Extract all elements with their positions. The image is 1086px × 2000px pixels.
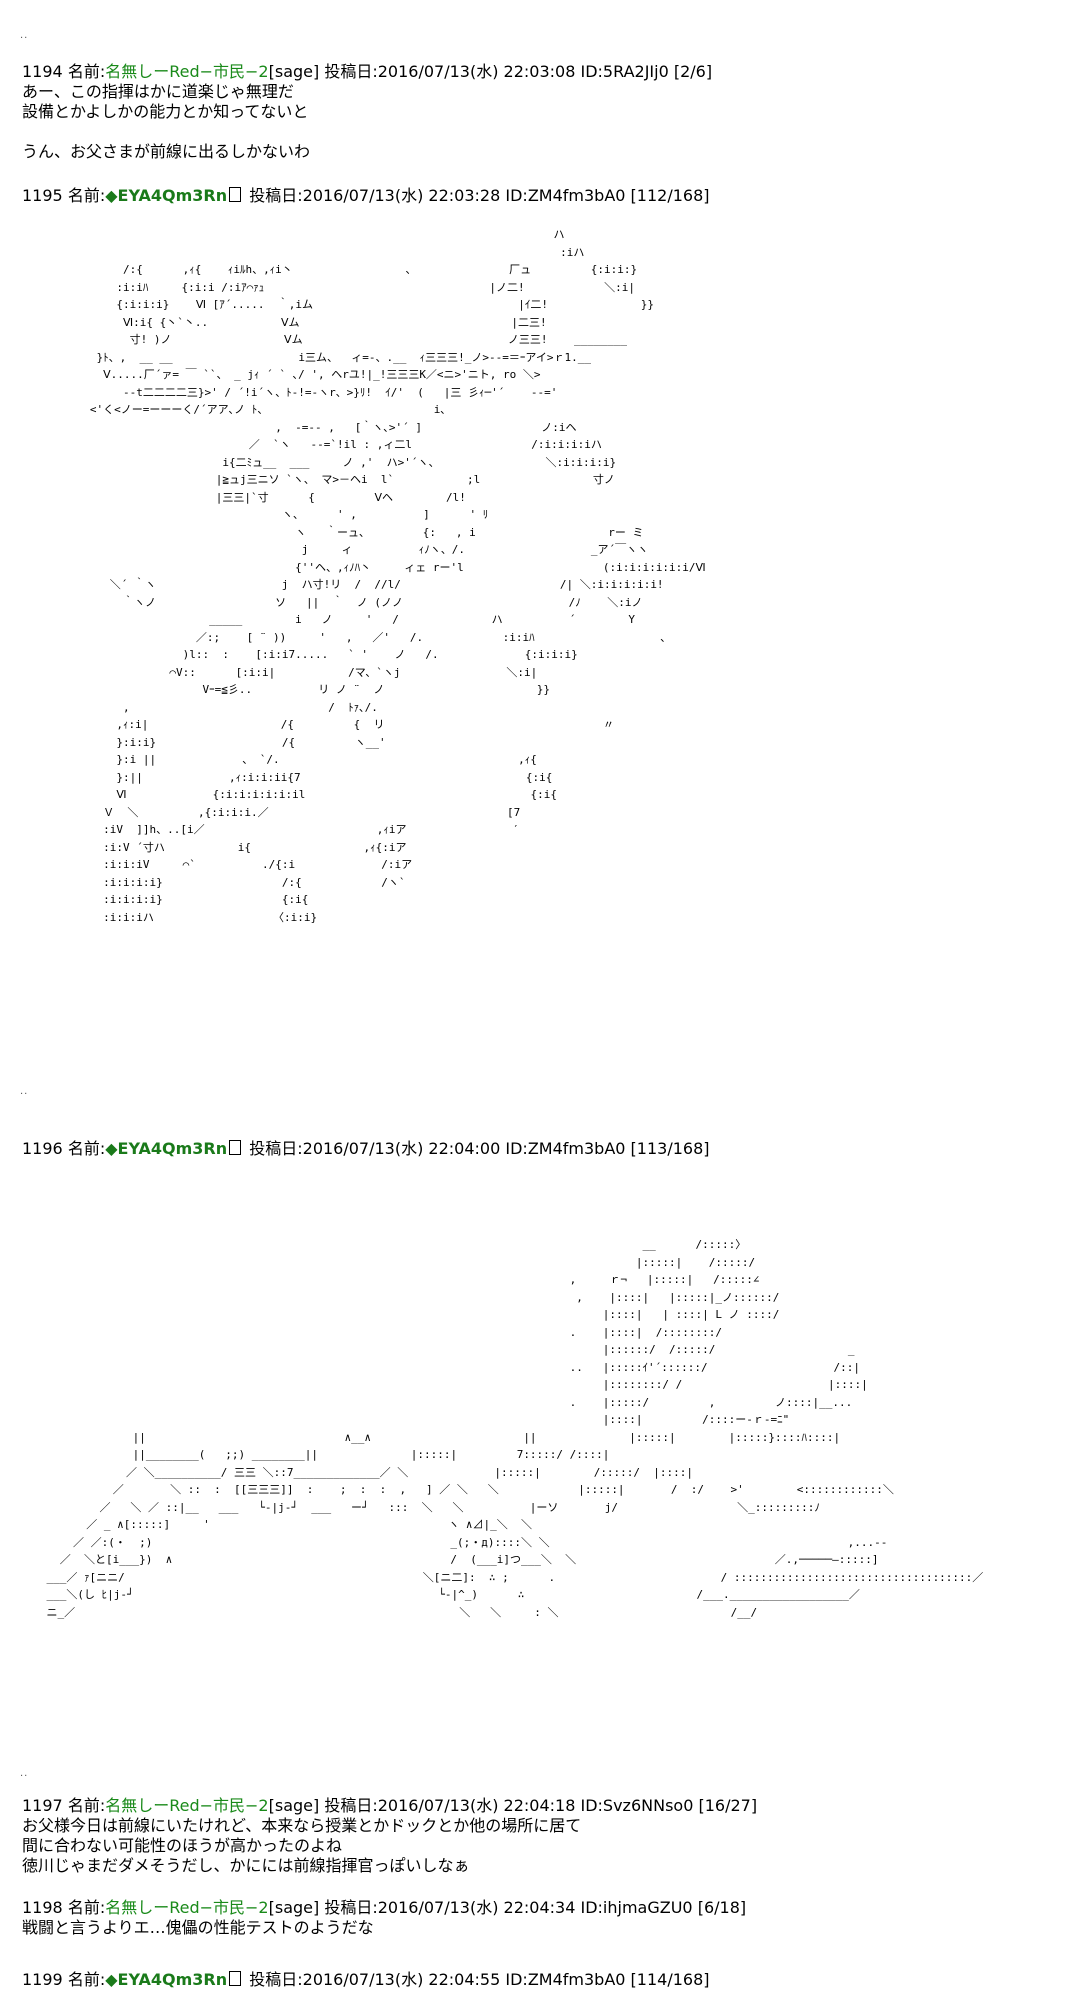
poster-id[interactable]: ID:ZM4fm3bA0 xyxy=(505,1970,626,1989)
poster-trip: ◆EYA4Qm3Rn xyxy=(105,186,228,205)
poster-id[interactable]: ID:ZM4fm3bA0 xyxy=(505,186,626,205)
post-count: [114/168] xyxy=(630,1970,710,1989)
post-1197: 1197 名前:名無しーRed−市民−2[sage] 投稿日:2016/07/1… xyxy=(22,1796,757,1876)
box-glyph-icon xyxy=(229,187,242,202)
post-count: [2/6] xyxy=(673,62,713,81)
post-body: 戦闘と言うよりエ…傀儡の性能テストのようだな xyxy=(22,1918,374,1937)
post-1196: 1196 名前:◆EYA4Qm3Rn 投稿日:2016/07/13(水) 22:… xyxy=(22,1139,710,1159)
post-date: 2016/07/13(水) 22:03:28 xyxy=(302,186,501,205)
post-header: 1197 名前:名無しーRed−市民−2[sage] 投稿日:2016/07/1… xyxy=(22,1796,758,1815)
post-number[interactable]: 1199 xyxy=(22,1970,63,1989)
poster-name: 名無しーRed−市民−2 xyxy=(105,1898,269,1917)
poster-id[interactable]: ID:ZM4fm3bA0 xyxy=(505,1139,626,1158)
post-number[interactable]: 1195 xyxy=(22,186,63,205)
post-count: [113/168] xyxy=(630,1139,710,1158)
post-number[interactable]: 1198 xyxy=(22,1898,63,1917)
box-glyph-icon xyxy=(229,1971,242,1986)
post-count: [6/18] xyxy=(697,1898,747,1917)
poster-trip: ◆EYA4Qm3Rn xyxy=(105,1970,228,1989)
post-date: 2016/07/13(水) 22:04:55 xyxy=(302,1970,501,1989)
ascii-art-figure: ハ :iハ /:{ ,ｨ{ ｨiﾙh、,ｨi丶 、 厂ュ {:i:i:} :i:… xyxy=(89,228,706,924)
poster-trip: ◆EYA4Qm3Rn xyxy=(105,1139,228,1158)
post-date: 2016/07/13(水) 22:04:34 xyxy=(377,1898,576,1917)
mail-field: [sage] xyxy=(268,1796,320,1815)
poster-id[interactable]: ID:ihjmaGZU0 xyxy=(580,1898,693,1917)
poster-name: 名無しーRed−市民−2 xyxy=(105,1796,269,1815)
post-1198: 1198 名前:名無しーRed−市民−2[sage] 投稿日:2016/07/1… xyxy=(22,1898,746,1938)
poster-id[interactable]: ID:Svz6NNso0 xyxy=(580,1796,694,1815)
ascii-art-scene: __ /:::::〉 |:::::| /:::::/ xyxy=(46,1238,984,1619)
post-header: 1198 名前:名無しーRed−市民−2[sage] 投稿日:2016/07/1… xyxy=(22,1898,747,1917)
post-date: 2016/07/13(水) 22:04:00 xyxy=(302,1139,501,1158)
box-glyph-icon xyxy=(229,1140,242,1155)
separator-dots: .. xyxy=(20,30,29,41)
mail-field: [sage] xyxy=(268,62,320,81)
post-header: 1195 名前:◆EYA4Qm3Rn 投稿日:2016/07/13(水) 22:… xyxy=(22,186,710,205)
post-header: 1194 名前:名無しーRed−市民−2[sage] 投稿日:2016/07/1… xyxy=(22,62,713,81)
post-1194: 1194 名前:名無しーRed−市民−2[sage] 投稿日:2016/07/1… xyxy=(22,62,712,162)
separator-dots: .. xyxy=(20,1768,29,1779)
post-count: [112/168] xyxy=(630,186,710,205)
poster-name: 名無しーRed−市民−2 xyxy=(105,62,269,81)
post-count: [16/27] xyxy=(698,1796,758,1815)
post-number[interactable]: 1196 xyxy=(22,1139,63,1158)
post-1199: 1199 名前:◆EYA4Qm3Rn 投稿日:2016/07/13(水) 22:… xyxy=(22,1970,710,1990)
post-number[interactable]: 1194 xyxy=(22,62,63,81)
post-number[interactable]: 1197 xyxy=(22,1796,63,1815)
post-date: 2016/07/13(水) 22:03:08 xyxy=(377,62,576,81)
post-1195: 1195 名前:◆EYA4Qm3Rn 投稿日:2016/07/13(水) 22:… xyxy=(22,186,710,206)
post-body: あー、この指揮はかに道楽じゃ無理だ設備とかよしかの能力とか知ってないと​うん、お… xyxy=(22,82,311,161)
post-header: 1199 名前:◆EYA4Qm3Rn 投稿日:2016/07/13(水) 22:… xyxy=(22,1970,710,1989)
poster-id[interactable]: ID:5RA2JIj0 xyxy=(580,62,669,81)
post-date: 2016/07/13(水) 22:04:18 xyxy=(377,1796,576,1815)
mail-field: [sage] xyxy=(268,1898,320,1917)
separator-dots: .. xyxy=(20,1086,29,1097)
post-header: 1196 名前:◆EYA4Qm3Rn 投稿日:2016/07/13(水) 22:… xyxy=(22,1139,710,1158)
post-body: お父様今日は前線にいたけれど、本来なら授業とかドックとか他の場所に居て間に合わな… xyxy=(22,1816,582,1875)
